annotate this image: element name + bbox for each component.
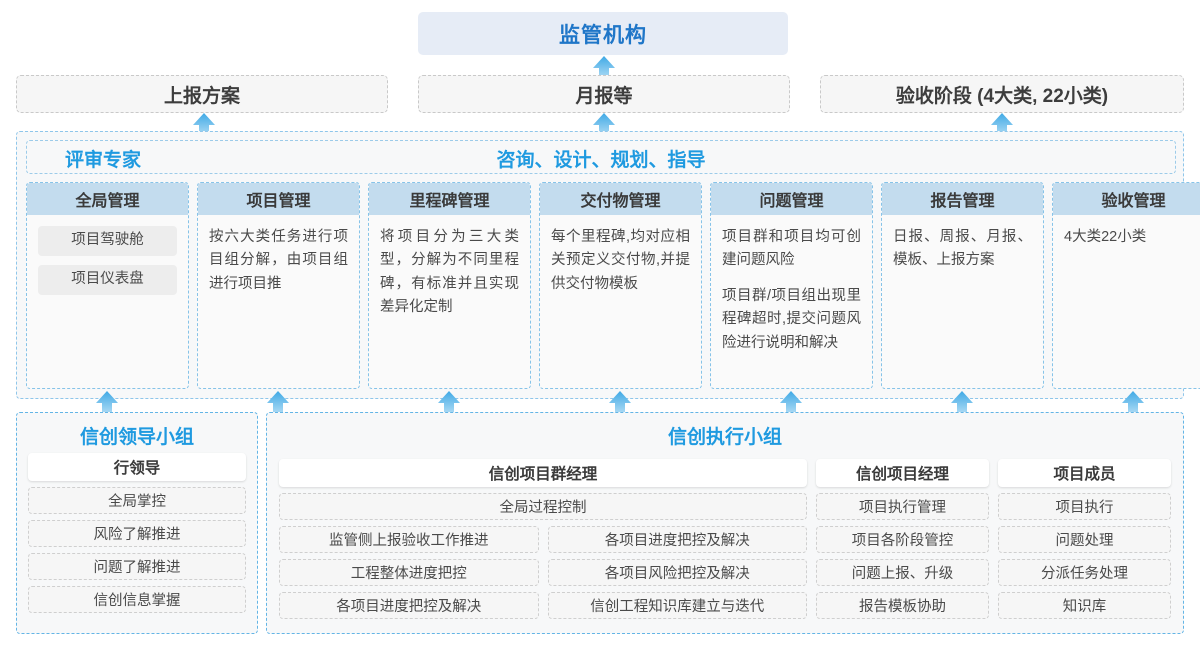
card-paragraph: 按六大类任务进行项目组分解，由项目组进行项目推: [209, 229, 348, 292]
card-acceptance-management[interactable]: 验收管理 4大类22小类: [1052, 182, 1200, 389]
program-manager-task-grid: 监管侧上报验收工作推进 工程整体进度把控 各项目进度把控及解决 各项目进度把控及…: [279, 526, 807, 625]
card-body: 项目驾驶舱 项目仪表盘: [27, 215, 188, 388]
task-item[interactable]: 分派任务处理: [998, 559, 1171, 586]
task-item[interactable]: 信创信息掌握: [28, 586, 246, 613]
column-program-manager: 信创项目群经理 全局过程控制 监管侧上报验收工作推进 工程整体进度把控 各项目进…: [279, 459, 807, 625]
role-header[interactable]: 项目成员: [998, 459, 1171, 487]
task-item[interactable]: 问题处理: [998, 526, 1171, 553]
arrow-up-icon: [267, 391, 289, 417]
card-title: 问题管理: [711, 183, 872, 215]
task-item[interactable]: 各项目进度把控及解决: [279, 592, 539, 619]
consulting-label: 咨询、设计、规划、指导: [496, 150, 706, 171]
card-body: 按六大类任务进行项目组分解，由项目组进行项目推: [198, 215, 359, 388]
card-paragraph: 每个里程碑,均对应相关预定义交付物,并提供交付物模板: [551, 229, 690, 292]
role-header[interactable]: 信创项目经理: [816, 459, 989, 487]
management-panel: 评审专家 咨询、设计、规划、指导 全局管理 项目驾驶舱 项目仪表盘 项目管理 按…: [16, 131, 1200, 399]
card-paragraph: 项目群和项目均可创建问题风险: [722, 229, 861, 269]
card-paragraph: 项目群/项目组出现里程碑超时,提交问题风险进行说明和解决: [722, 287, 861, 351]
pill-item[interactable]: 项目驾驶舱: [38, 226, 177, 256]
card-body: 将项目分为三大类型，分解为不同里程碑，有标准并且实现差异化定制: [369, 215, 530, 388]
task-item[interactable]: 风险了解推进: [28, 520, 246, 547]
column-project-manager: 信创项目经理 项目执行管理 项目各阶段管控 问题上报、升级 报告模板协助: [816, 459, 989, 625]
doc-box-report-plan[interactable]: 上报方案: [16, 75, 388, 113]
management-card-list: 全局管理 项目驾驶舱 项目仪表盘 项目管理 按六大类任务进行项目组分解，由项目组…: [26, 182, 1200, 389]
card-deliverable-management[interactable]: 交付物管理 每个里程碑,均对应相关预定义交付物,并提供交付物模板: [539, 182, 702, 389]
arrow-up-icon: [96, 391, 118, 417]
arrow-up-icon: [593, 113, 615, 139]
arrow-up-icon: [438, 391, 460, 417]
management-panel-header: 评审专家 咨询、设计、规划、指导: [26, 140, 1176, 174]
card-body: 项目群和项目均可创建问题风险 项目群/项目组出现里程碑超时,提交问题风险进行说明…: [711, 215, 872, 388]
arrow-up-icon: [951, 391, 973, 417]
group-execution-title: 信创执行小组: [667, 427, 782, 448]
task-item[interactable]: 各项目风险把控及解决: [547, 559, 807, 586]
task-item[interactable]: 各项目进度把控及解决: [547, 526, 807, 553]
pill-item[interactable]: 项目仪表盘: [38, 265, 177, 295]
leading-role-column: 行领导 全局掌控 风险了解推进 问题了解推进 信创信息掌握: [17, 449, 257, 613]
group-execution: 信创执行小组 信创项目群经理 全局过程控制 监管侧上报验收工作推进 工程整体进度…: [266, 412, 1184, 634]
role-header[interactable]: 信创项目群经理: [279, 459, 807, 487]
card-paragraph: 日报、周报、月报、模板、上报方案: [893, 229, 1032, 269]
arrow-up-icon: [193, 113, 215, 139]
task-item[interactable]: 项目各阶段管控: [816, 526, 989, 553]
task-item[interactable]: 监管侧上报验收工作推进: [279, 526, 539, 553]
task-item[interactable]: 知识库: [998, 592, 1171, 619]
task-item[interactable]: 全局过程控制: [279, 493, 807, 520]
doc-box-monthly-report[interactable]: 月报等: [418, 75, 790, 113]
card-paragraph: 4大类22小类: [1064, 229, 1147, 245]
card-title: 全局管理: [27, 183, 188, 215]
card-issue-management[interactable]: 问题管理 项目群和项目均可创建问题风险 项目群/项目组出现里程碑超时,提交问题风…: [710, 182, 873, 389]
task-item[interactable]: 问题了解推进: [28, 553, 246, 580]
execution-role-columns: 信创项目群经理 全局过程控制 监管侧上报验收工作推进 工程整体进度把控 各项目进…: [279, 459, 1171, 625]
card-report-management[interactable]: 报告管理 日报、周报、月报、模板、上报方案: [881, 182, 1044, 389]
arrow-up-icon: [780, 391, 802, 417]
card-body: 日报、周报、月报、模板、上报方案: [882, 215, 1043, 388]
task-item[interactable]: 全局掌控: [28, 487, 246, 514]
task-item[interactable]: 工程整体进度把控: [279, 559, 539, 586]
card-milestone-management[interactable]: 里程碑管理 将项目分为三大类型，分解为不同里程碑，有标准并且实现差异化定制: [368, 182, 531, 389]
task-item[interactable]: 问题上报、升级: [816, 559, 989, 586]
column-project-member: 项目成员 项目执行 问题处理 分派任务处理 知识库: [998, 459, 1171, 625]
task-item[interactable]: 项目执行: [998, 493, 1171, 520]
arrow-up-icon: [593, 56, 615, 82]
role-header[interactable]: 行领导: [28, 453, 246, 481]
card-title: 项目管理: [198, 183, 359, 215]
arrow-up-icon: [1122, 391, 1144, 417]
arrow-up-icon: [991, 113, 1013, 139]
task-item[interactable]: 项目执行管理: [816, 493, 989, 520]
card-body: 每个里程碑,均对应相关预定义交付物,并提供交付物模板: [540, 215, 701, 388]
task-item[interactable]: 报告模板协助: [816, 592, 989, 619]
card-title: 里程碑管理: [369, 183, 530, 215]
task-item[interactable]: 信创工程知识库建立与迭代: [547, 592, 807, 619]
group-leading-title: 信创领导小组: [79, 427, 194, 448]
card-title: 报告管理: [882, 183, 1043, 215]
doc-box-acceptance-stage[interactable]: 验收阶段 (4大类, 22小类): [820, 75, 1184, 113]
card-global-management[interactable]: 全局管理 项目驾驶舱 项目仪表盘: [26, 182, 189, 389]
card-title: 验收管理: [1053, 183, 1200, 215]
card-paragraph: 将项目分为三大类型，分解为不同里程碑，有标准并且实现差异化定制: [380, 229, 519, 316]
card-body: 4大类22小类: [1053, 215, 1200, 388]
card-project-management[interactable]: 项目管理 按六大类任务进行项目组分解，由项目组进行项目推: [197, 182, 360, 389]
group-leading: 信创领导小组 行领导 全局掌控 风险了解推进 问题了解推进 信创信息掌握: [16, 412, 258, 634]
review-experts-label: 评审专家: [65, 150, 142, 171]
arrow-up-icon: [609, 391, 631, 417]
regulator-box: 监管机构: [418, 12, 788, 55]
card-title: 交付物管理: [540, 183, 701, 215]
